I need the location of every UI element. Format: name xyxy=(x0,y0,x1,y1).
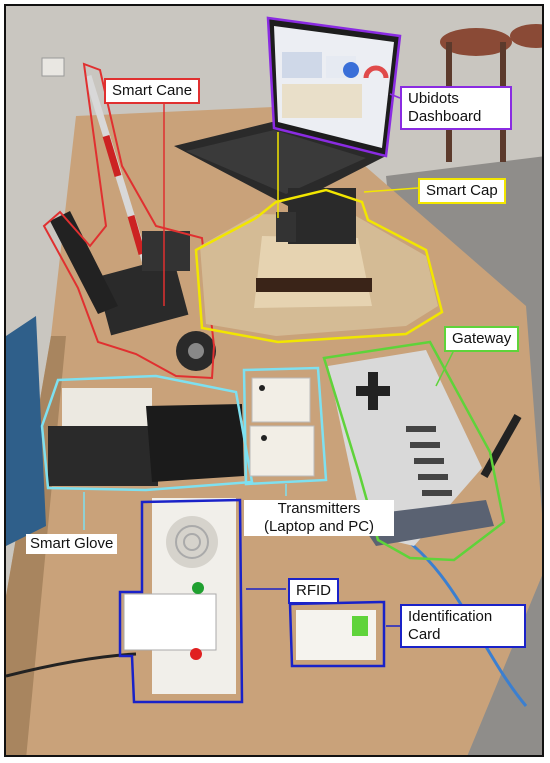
photo-frame: Smart Cane Ubidots Dashboard Smart Cap G… xyxy=(4,4,544,757)
smart-cane xyxy=(50,74,216,371)
gateway-outline xyxy=(322,340,506,562)
rfid-label: RFID xyxy=(288,578,339,604)
smart-glove-label: Smart Glove xyxy=(26,534,118,554)
transmitters-label: Transmitters (Laptop and PC) xyxy=(244,500,394,536)
rfid-reader xyxy=(123,498,236,694)
smart-cap-label: Smart Cap xyxy=(418,178,506,204)
smart-cap xyxy=(200,188,438,336)
photo-scene xyxy=(6,6,542,755)
smart-cap-outline xyxy=(194,188,444,344)
id-card-outline xyxy=(288,600,386,668)
id-card-label-line2: Card xyxy=(408,626,441,643)
id-card xyxy=(296,610,376,660)
smart-cane-label: Smart Cane xyxy=(104,78,201,104)
transmitters-label-line2: (Laptop and PC) xyxy=(263,518,375,535)
transmitters-outline xyxy=(242,366,328,486)
smart-glove xyxy=(48,388,244,486)
identification-card-label: Identification Card xyxy=(400,604,526,648)
ubidots-outline xyxy=(266,16,402,158)
rfid-outline xyxy=(118,498,244,704)
smart-glove-outline xyxy=(40,374,254,492)
gateway-label: Gateway xyxy=(444,326,520,352)
ubidots-label-line1: Ubidots xyxy=(408,90,459,107)
blue-chair xyxy=(6,316,46,546)
ubidots-dashboard-label: Ubidots Dashboard xyxy=(400,86,512,130)
ubidots-label-line2: Dashboard xyxy=(408,108,482,125)
wall-socket xyxy=(41,57,65,77)
transmitters-label-line1: Transmitters xyxy=(277,500,361,517)
smart-cane-outline xyxy=(42,62,216,380)
leader-lines xyxy=(83,89,457,627)
transmitters xyxy=(249,377,315,477)
laptop xyxy=(174,18,400,206)
id-card-label-line1: Identification xyxy=(408,608,493,625)
